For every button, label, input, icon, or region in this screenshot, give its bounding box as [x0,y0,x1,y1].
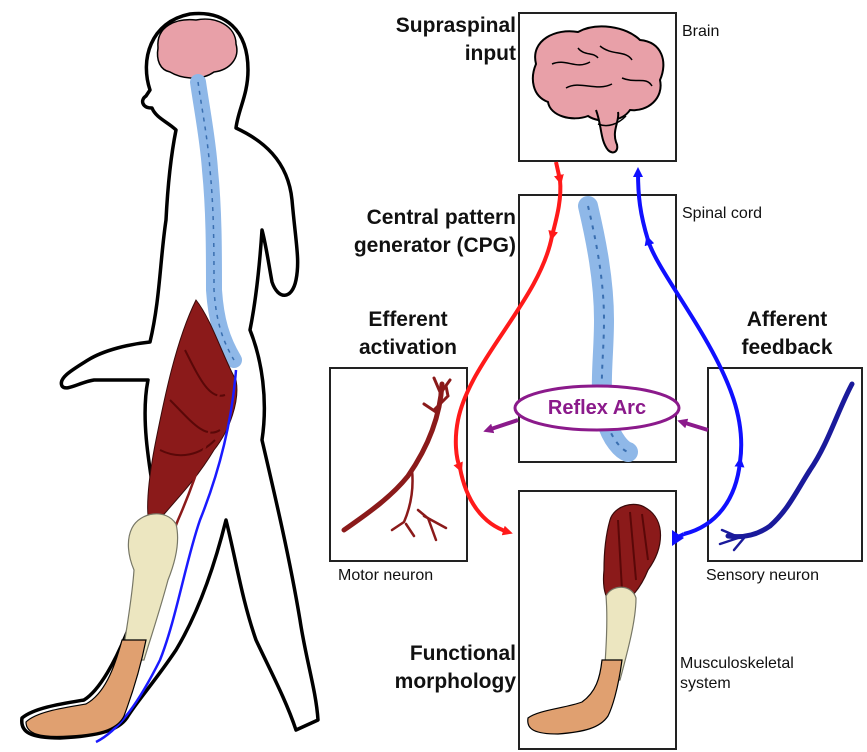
label-reflex-arc: Reflex Arc [522,396,672,420]
human-figure [22,13,318,742]
label-spinal-cord: Spinal cord [682,204,762,224]
label-supraspinal-input: Supraspinal input [352,12,516,68]
head-brain [158,19,237,78]
label-efferent-activation: Efferent activation [338,306,478,362]
lower-leg-foot [26,640,146,736]
label-afferent-feedback: Afferent feedback [712,306,862,362]
label-musculoskeletal-system: Musculoskeletal system [680,654,840,694]
label-motor-neuron: Motor neuron [338,566,433,586]
label-functional-morphology: Functional morphology [356,640,516,696]
label-cpg: Central pattern generator (CPG) [312,204,516,260]
label-brain: Brain [682,22,719,42]
label-sensory-neuron: Sensory neuron [706,566,819,586]
